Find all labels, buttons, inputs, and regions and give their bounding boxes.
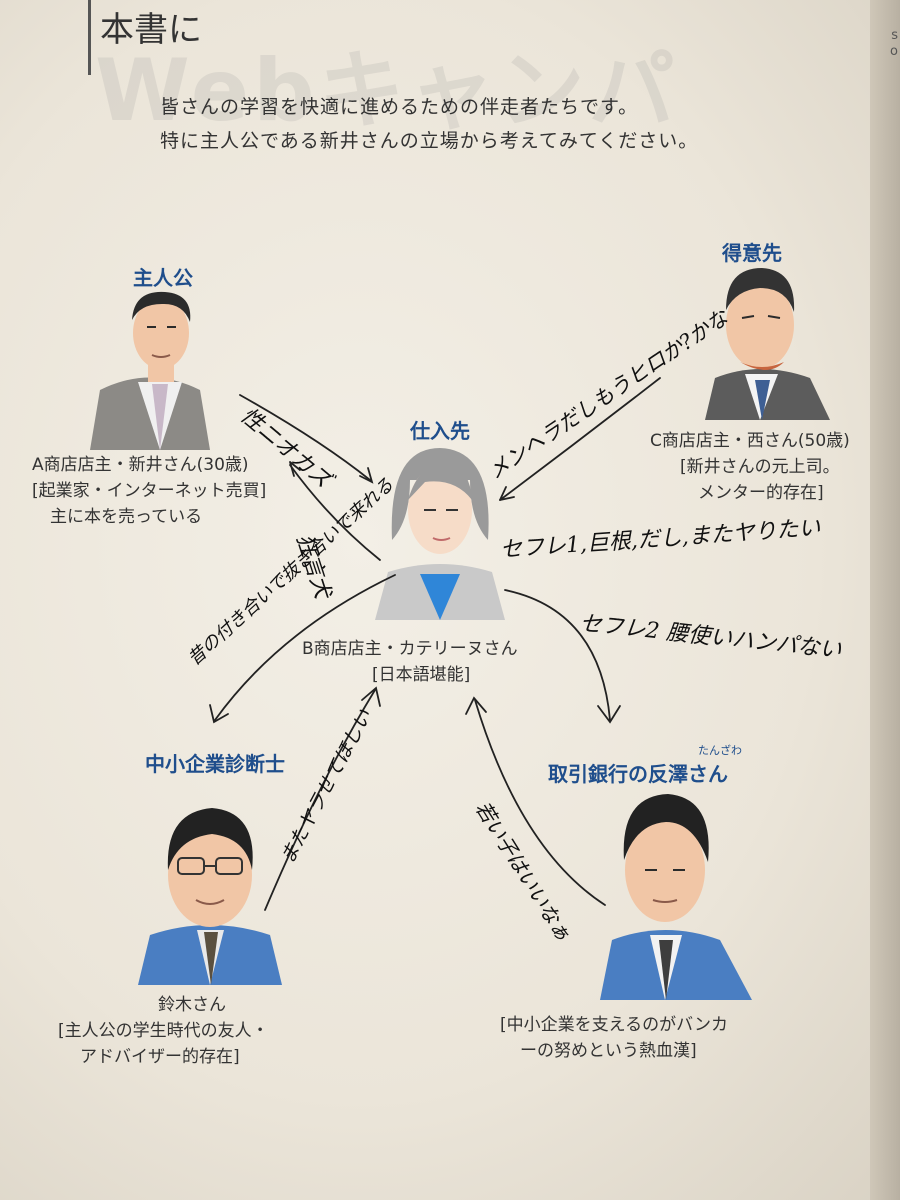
banker-portrait [600,794,752,1000]
consultant-portrait [138,808,282,985]
caption-consultant: 鈴木さん [主人公の学生時代の友人・ アドバイザー的存在] [58,992,269,1070]
caption-line: [起業家・インターネット売買] [32,481,267,501]
edge-mark: s [891,28,898,43]
caption-line: [日本語堪能] [372,665,471,685]
caption-line: [新井さんの元上司。 [680,457,840,477]
arrow-head [499,486,515,501]
arrow-stroke [499,377,661,501]
caption-protagonist: A商店店主・新井さん(30歳) [起業家・インターネット売買] 主に本を売ってい… [32,452,266,530]
arrow-head [465,696,487,715]
arrow-head [289,461,301,477]
arrow-stroke [239,394,371,481]
section-title: 本書に [100,10,202,50]
edge-mark: o [890,44,898,59]
caption-line: [主人公の学生時代の友人・ [58,1021,269,1041]
caption-line: ーの努めという熱血漢] [520,1041,697,1061]
caption-line: A商店店主・新井さん(30歳) [32,455,249,475]
arrow-head [361,686,381,707]
next-page-edge: s o [870,0,900,1200]
protagonist-portrait [90,291,210,450]
role-label-consultant: 中小企業診断士 [145,752,285,776]
caption-client: C商店店主・西さん(50歳) [新井さんの元上司。 メンター的存在] [650,428,850,506]
header-rule [88,0,91,75]
arrow-head [359,467,374,484]
arrow-stroke [264,689,376,911]
arrow-head [209,704,229,724]
caption-line: 鈴木さん [158,995,226,1015]
arrow-stroke [289,464,381,561]
role-label-client: 得意先 [722,241,782,265]
arrow-stroke [214,574,396,721]
banker-name-ruby: たんざわ [698,744,742,757]
caption-banker: [中小企業を支えるのがバンカ ーの努めという熱血漢] [500,1012,728,1064]
role-label-banker-text: 取引銀行の反澤さん [548,762,728,786]
intro-line-1: 皆さんの学習を快適に進めるための伴走者たちです。 [160,96,639,118]
watermark-text: Webキャンパ [95,41,679,141]
role-label-banker: 取引銀行の反澤さん たんざわ [548,744,742,787]
caption-line: アドバイザー的存在] [80,1047,240,1067]
arrow-stroke [474,699,606,906]
arrow-stroke [504,589,611,721]
arrow-head [597,705,621,724]
caption-line: 主に本を売っている [50,507,203,527]
role-label-protagonist: 主人公 [133,266,193,290]
intro-line-2: 特に主人公である新井さんの立場から考えてみてください。 [160,130,699,152]
supplier-portrait [375,448,505,620]
role-label-supplier: 仕入先 [410,419,470,443]
caption-line: [中小企業を支えるのがバンカ [500,1015,728,1035]
caption-line: C商店店主・西さん(50歳) [650,431,850,451]
client-portrait [705,268,830,420]
caption-supplier: B商店店主・カテリーヌさん [日本語堪能] [302,636,518,688]
caption-line: B商店店主・カテリーヌさん [302,639,518,659]
caption-line: メンター的存在] [698,483,824,503]
